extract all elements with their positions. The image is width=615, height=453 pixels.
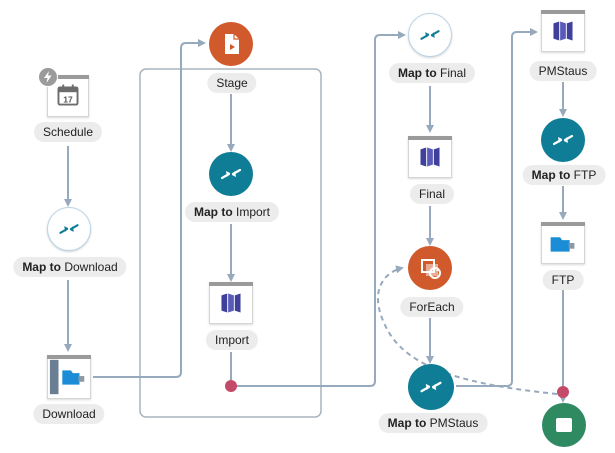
map-import-label-rest: Import: [232, 205, 271, 219]
download-node[interactable]: [47, 355, 91, 399]
pmstaus-label: PMStaus: [529, 61, 597, 81]
map-download-label: Map to Download: [13, 257, 127, 277]
import-node[interactable]: [209, 282, 253, 324]
ftp-adapter-icon: [49, 359, 85, 395]
schedule-label: Schedule: [33, 122, 103, 142]
map-arrows-icon: [420, 381, 442, 393]
lightning-icon: [44, 71, 52, 83]
trigger-badge: [38, 67, 58, 87]
junction-import[interactable]: [225, 380, 237, 392]
map-final-node[interactable]: [408, 13, 452, 57]
final-node[interactable]: [408, 136, 452, 178]
calendar-icon: 17: [57, 84, 79, 106]
map-pmstaus-label-bold: Map to: [387, 416, 427, 430]
connector-junction-map-final: [236, 31, 406, 387]
junction-ftp[interactable]: [557, 386, 569, 398]
integration-icon: [221, 293, 241, 313]
map-arrows-icon: [420, 30, 440, 40]
ftp-node[interactable]: [541, 222, 585, 264]
ftp-label: FTP: [542, 270, 584, 290]
final-label: Final: [409, 184, 455, 204]
foreach-label: ForEach: [400, 297, 464, 317]
connector-download-stage: [93, 39, 206, 378]
download-label: Download: [33, 404, 105, 424]
ftp-adapter-icon: [550, 237, 575, 252]
map-ftp-label-bold: Map to: [531, 168, 571, 182]
connector-map-pmstaus-pmstaus: [456, 28, 538, 387]
map-final-label: Map to Final: [388, 63, 476, 83]
map-download-node[interactable]: [47, 207, 91, 251]
map-ftp-node[interactable]: [541, 118, 585, 162]
map-ftp-label-rest: FTP: [570, 168, 597, 182]
map-download-label-rest: Download: [60, 260, 118, 274]
foreach-node[interactable]: [408, 246, 452, 290]
map-final-label-rest: Final: [436, 66, 467, 80]
map-import-node[interactable]: [209, 152, 253, 196]
map-pmstaus-label-rest: PMStaus: [426, 416, 479, 430]
stage-file-icon: [225, 34, 239, 54]
map-arrows-icon: [220, 168, 242, 180]
stop-icon: [556, 418, 572, 432]
map-pmstaus-label: Map to PMStaus: [378, 413, 488, 433]
connector-foreach-loop: [376, 265, 558, 395]
svg-text:17: 17: [63, 95, 73, 105]
map-pmstaus-node[interactable]: [408, 364, 454, 410]
map-ftp-label: Map to FTP: [522, 165, 606, 185]
map-import-label: Map to Import: [184, 202, 280, 222]
map-final-label-bold: Map to: [397, 66, 437, 80]
stage-label: Stage: [207, 73, 257, 93]
map-download-label-bold: Map to: [22, 260, 61, 274]
scope-container: [139, 68, 322, 418]
stage-node[interactable]: [209, 22, 253, 66]
map-arrows-icon: [59, 224, 79, 234]
map-import-label-bold: Map to: [193, 205, 233, 219]
loop-icon: [421, 259, 441, 279]
map-arrows-icon: [552, 134, 574, 146]
integration-icon: [420, 147, 440, 167]
stop-node[interactable]: [542, 403, 586, 447]
pmstaus-node[interactable]: [541, 10, 585, 52]
import-label: Import: [205, 330, 259, 350]
integration-icon: [553, 21, 573, 41]
